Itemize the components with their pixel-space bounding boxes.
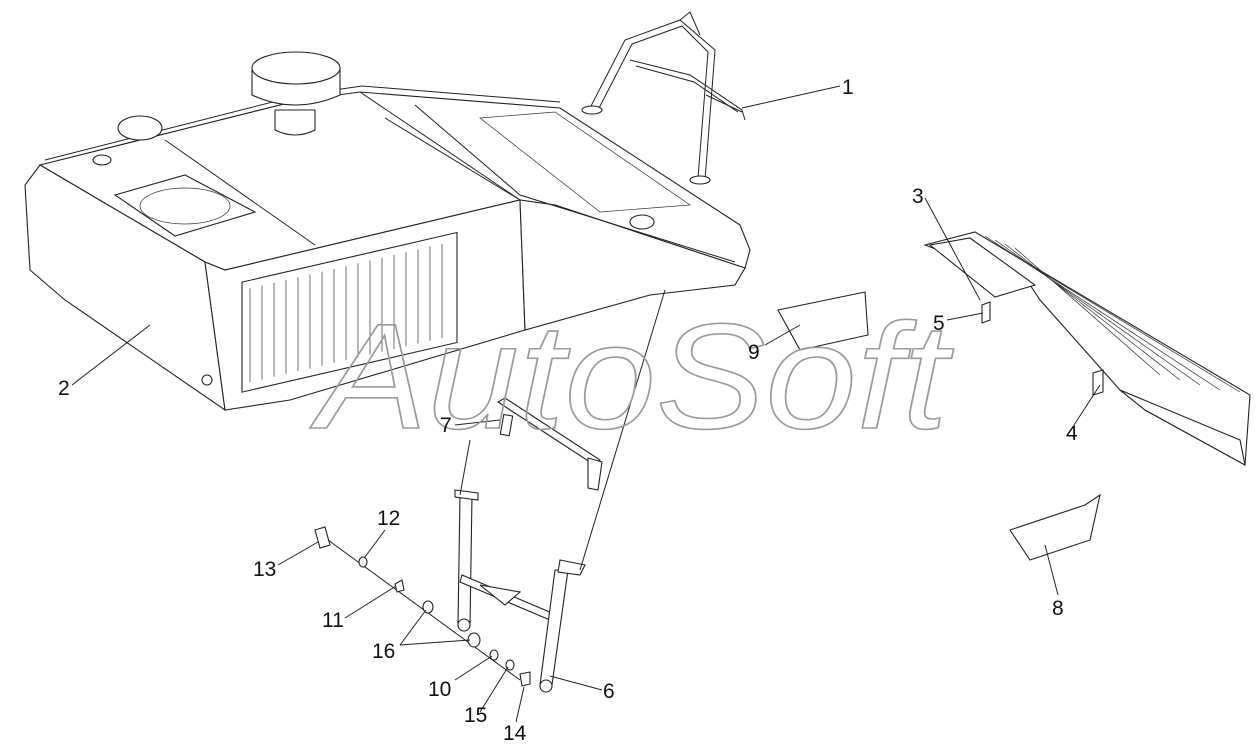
part-1-handle-frame [581,11,746,185]
watermark-text: AutoSoft [309,292,954,460]
part-4-bracket [1092,369,1104,396]
callout-10: 10 [428,678,451,701]
callout-13: 13 [253,558,276,581]
callout-11: 11 [322,609,344,632]
part-7-crossbar [496,397,603,491]
part-6-support-frame [454,289,666,693]
callout-15: 15 [464,704,487,727]
callout-9: 9 [748,341,760,364]
callout-4: 4 [1066,422,1078,445]
part-8-plate [1009,493,1101,561]
callout-8: 8 [1052,597,1064,620]
callout-12: 12 [377,507,400,530]
callout-14: 14 [503,722,527,745]
leader-lines [71,85,1101,723]
callout-6: 6 [603,680,615,703]
callout-2: 2 [58,377,70,400]
part-2-hood-housing [24,51,751,412]
fasteners [314,526,531,687]
callout-1: 1 [842,76,854,99]
callout-7: 7 [440,414,452,437]
part-9-plate [777,291,869,351]
callout-3: 3 [912,185,924,208]
callout-5: 5 [933,312,945,335]
part-5-clip [981,301,991,324]
part-3-radiator-panel [923,231,1251,467]
callout-16: 16 [372,640,395,663]
